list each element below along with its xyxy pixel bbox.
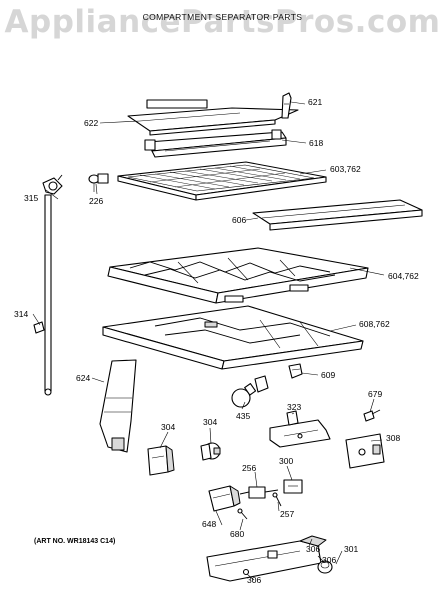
part-435-socket xyxy=(254,375,269,393)
part-618-bracket xyxy=(144,129,287,158)
part-314-rod xyxy=(44,194,52,396)
callout-608-762: 608,762 xyxy=(359,319,390,329)
callout-323: 323 xyxy=(287,402,302,412)
part-308-bracket xyxy=(345,433,385,469)
callout-300: 300 xyxy=(279,456,294,466)
watermark: AppliancePartsPros.com xyxy=(4,4,441,40)
part-226-knob xyxy=(88,173,109,192)
art-number: (ART NO. WR18143 C14) xyxy=(34,538,116,545)
callout-301: 301 xyxy=(344,544,359,554)
part-648-switch xyxy=(208,485,241,512)
part-606-trim xyxy=(252,199,423,231)
callout-308: 308 xyxy=(386,433,401,443)
callout-648: 648 xyxy=(202,519,217,529)
part-257-screw xyxy=(272,492,282,507)
callout-315: 315 xyxy=(24,193,39,203)
part-608-liner xyxy=(102,305,364,370)
part-256-connector xyxy=(239,486,279,499)
part-621-clip xyxy=(281,92,292,119)
part-315-damper-control xyxy=(42,174,63,195)
part-314-clip xyxy=(33,321,45,334)
callout-603-762: 603,762 xyxy=(330,164,361,174)
callout-304-housing: 304 xyxy=(161,422,176,432)
part-604-separator xyxy=(107,247,369,304)
callout-226: 226 xyxy=(89,196,104,206)
part-624-duct xyxy=(99,359,137,453)
part-323-bracket xyxy=(269,410,331,448)
part-300-connector xyxy=(283,479,303,494)
callout-609: 609 xyxy=(321,370,336,380)
callout-621: 621 xyxy=(308,97,323,107)
callout-680: 680 xyxy=(230,529,245,539)
part-304-housing xyxy=(147,445,175,476)
callout-306-bottom: 306 xyxy=(247,575,262,585)
leader-lines xyxy=(32,101,385,581)
part-679-screw xyxy=(363,409,381,422)
part-435-light-bulb xyxy=(231,383,257,408)
callout-606: 606 xyxy=(232,215,247,225)
part-304-knob xyxy=(200,442,221,461)
callout-604-762: 604,762 xyxy=(388,271,419,281)
callout-622: 622 xyxy=(84,118,99,128)
part-301-cap xyxy=(317,560,333,574)
diagram-title: COMPARTMENT SEPARATOR PARTS xyxy=(142,12,303,22)
callout-679: 679 xyxy=(368,389,383,399)
callout-435: 435 xyxy=(236,411,251,421)
part-609-clip xyxy=(288,363,303,379)
part-306-housing xyxy=(206,535,327,582)
callout-306-top: 306 xyxy=(306,544,321,554)
callout-304-knob: 304 xyxy=(203,417,218,427)
part-603-shelf xyxy=(117,161,327,201)
part-680-screw xyxy=(237,508,248,520)
callout-618: 618 xyxy=(309,138,324,148)
callout-256: 256 xyxy=(242,463,257,473)
callout-314: 314 xyxy=(14,309,29,319)
callout-306-right: 306 xyxy=(322,555,337,565)
callout-624: 624 xyxy=(76,373,91,383)
callout-257: 257 xyxy=(280,509,295,519)
